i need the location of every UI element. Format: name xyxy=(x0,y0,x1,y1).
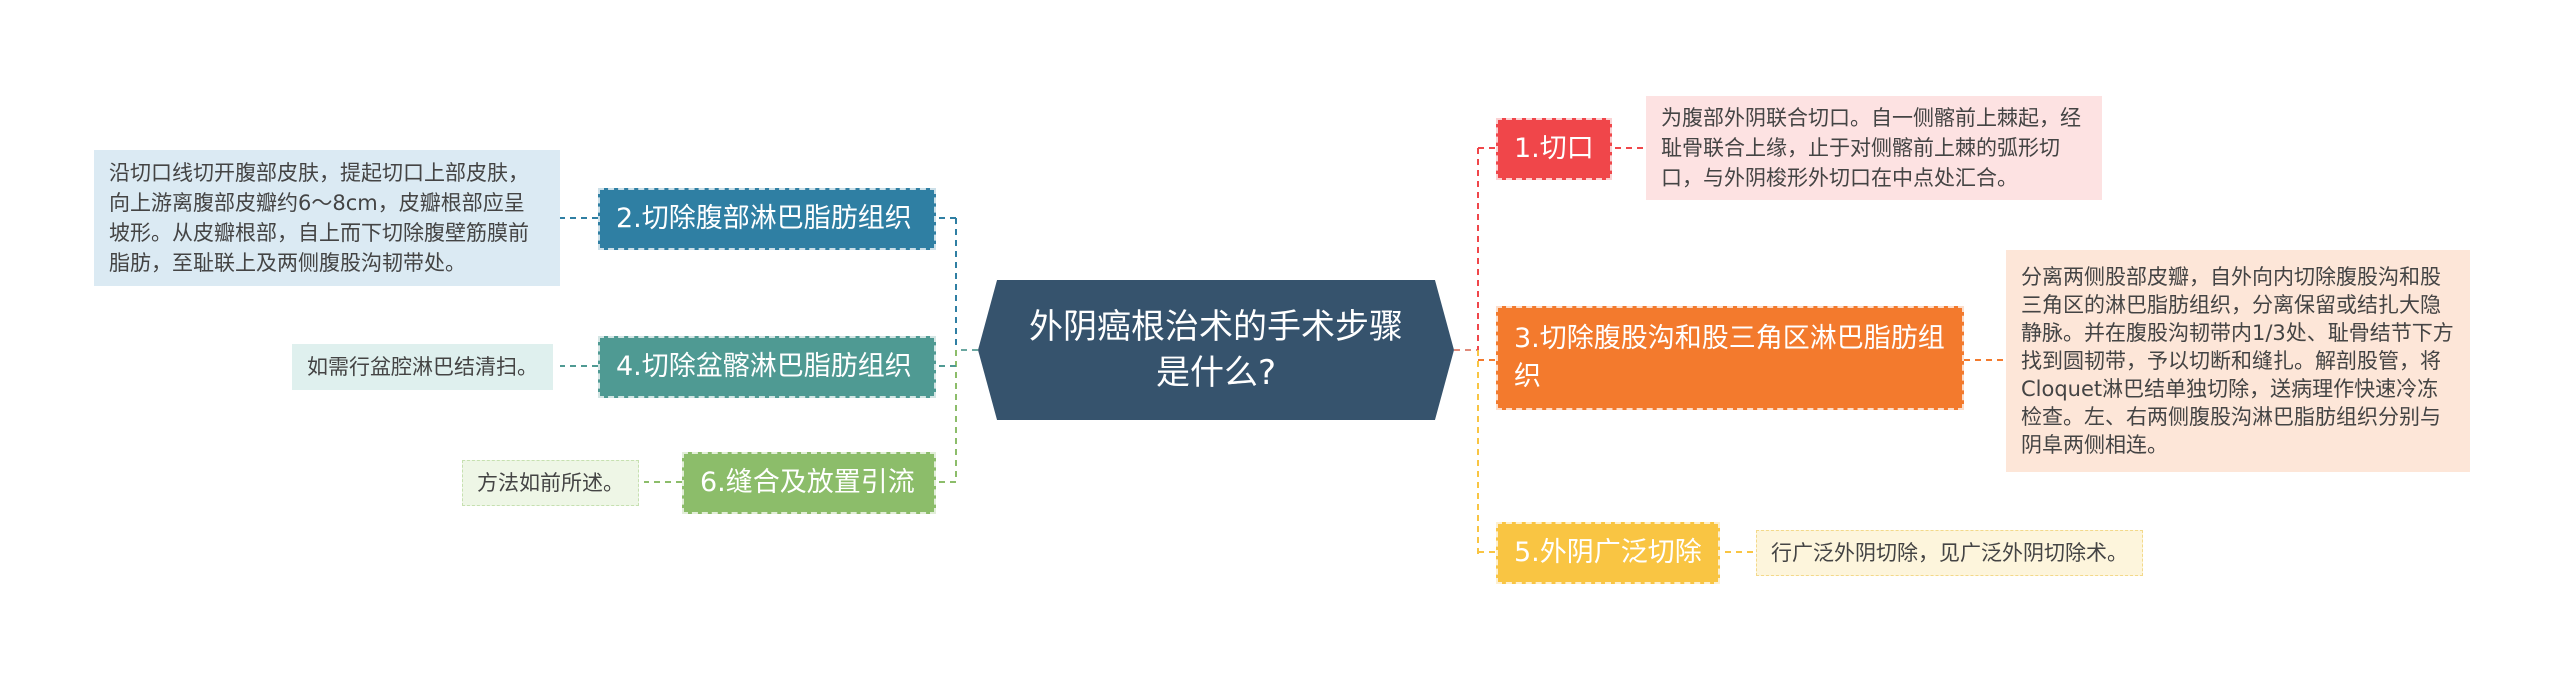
branch-abdominal[interactable]: 2.切除腹部淋巴脂肪组织 xyxy=(598,188,936,250)
leaf-inguinal-femoral-text: 分离两侧股部皮瓣，自外向内切除腹股沟和股三角区的淋巴脂肪组织，分离保留或结扎大隐… xyxy=(2021,265,2454,457)
branch-vulvectomy[interactable]: 5.外阴广泛切除 xyxy=(1496,522,1720,584)
leaf-closure-text: 方法如前所述。 xyxy=(477,471,624,495)
branch-closure-label: 6.缝合及放置引流 xyxy=(700,467,915,498)
branch-pelvic-label: 4.切除盆髂淋巴脂肪组织 xyxy=(616,351,912,382)
leaf-incision: 为腹部外阴联合切口。自一侧髂前上棘起，经耻骨联合上缘，止于对侧髂前上棘的弧形切口… xyxy=(1646,96,2102,200)
branch-incision[interactable]: 1.切口 xyxy=(1496,118,1612,180)
leaf-inguinal-femoral: 分离两侧股部皮瓣，自外向内切除腹股沟和股三角区的淋巴脂肪组织，分离保留或结扎大隐… xyxy=(2006,250,2470,472)
leaf-pelvic-text: 如需行盆腔淋巴结清扫。 xyxy=(307,355,538,379)
central-topic-label: 外阴癌根治术的手术步骤是什么? xyxy=(1029,307,1403,393)
branch-inguinal-femoral[interactable]: 3.切除腹股沟和股三角区淋巴脂肪组织 xyxy=(1496,306,1964,410)
central-topic[interactable]: 外阴癌根治术的手术步骤是什么? xyxy=(978,280,1454,420)
leaf-pelvic: 如需行盆腔淋巴结清扫。 xyxy=(292,344,553,390)
leaf-closure: 方法如前所述。 xyxy=(462,460,639,506)
leaf-incision-text: 为腹部外阴联合切口。自一侧髂前上棘起，经耻骨联合上缘，止于对侧髂前上棘的弧形切口… xyxy=(1661,106,2081,190)
branch-pelvic[interactable]: 4.切除盆髂淋巴脂肪组织 xyxy=(598,336,936,398)
branch-incision-label: 1.切口 xyxy=(1514,133,1594,164)
branch-closure[interactable]: 6.缝合及放置引流 xyxy=(682,452,936,514)
leaf-vulvectomy: 行广泛外阴切除，见广泛外阴切除术。 xyxy=(1756,530,2143,576)
branch-abdominal-label: 2.切除腹部淋巴脂肪组织 xyxy=(616,203,912,234)
branch-vulvectomy-label: 5.外阴广泛切除 xyxy=(1514,537,1702,568)
leaf-vulvectomy-text: 行广泛外阴切除，见广泛外阴切除术。 xyxy=(1771,541,2128,565)
leaf-abdominal: 沿切口线切开腹部皮肤，提起切口上部皮肤，向上游离腹部皮瓣约6～8cm，皮瓣根部应… xyxy=(94,150,560,286)
leaf-abdominal-text: 沿切口线切开腹部皮肤，提起切口上部皮肤，向上游离腹部皮瓣约6～8cm，皮瓣根部应… xyxy=(109,161,529,275)
branch-inguinal-femoral-label: 3.切除腹股沟和股三角区淋巴脂肪组织 xyxy=(1514,323,1945,392)
